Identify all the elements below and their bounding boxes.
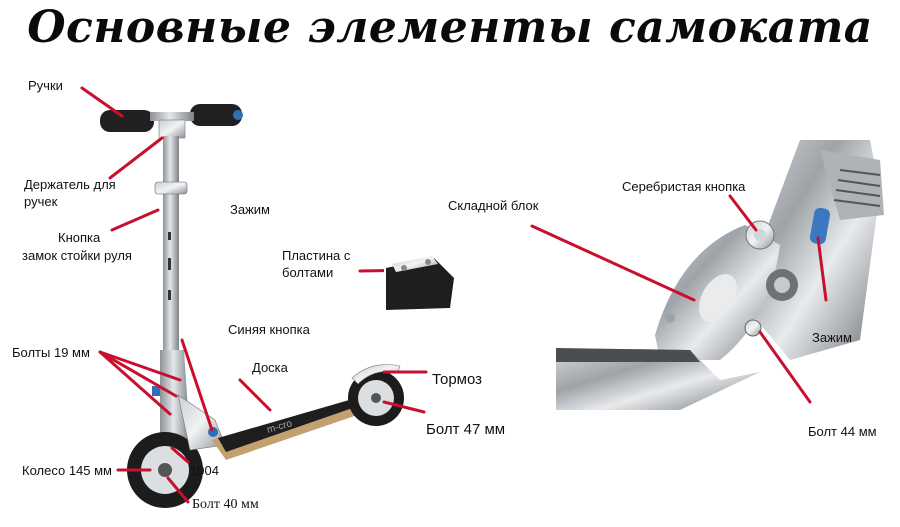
label-handles: Ручки [28, 78, 63, 93]
page-title: Основные элементы самоката [27, 2, 873, 53]
pointer-closeup-clamp [816, 236, 828, 302]
label-handle-holder-line1: Держатель для [24, 177, 116, 192]
pointer-deck [238, 378, 272, 412]
label-button-line2: замок стойки руля [22, 248, 132, 263]
plate-photo [384, 238, 456, 314]
label-brake: Тормоз [432, 371, 483, 388]
label-silver-button: Серебристая кнопка [622, 179, 746, 194]
label-plate-line2: болтами [282, 265, 334, 280]
pointer-button [110, 208, 160, 232]
scooter-drawing: m-cro [100, 104, 404, 508]
pointer-handle-holder [108, 136, 164, 180]
pointer-bolt47 [382, 400, 426, 414]
label-bolt-44: Болт 44 мм [808, 424, 877, 439]
pointer-bolts-1 [98, 350, 182, 382]
left-grip [100, 110, 154, 132]
pointer-blue-button [180, 338, 214, 432]
label-deck: Доска [252, 360, 288, 375]
closeup-clamp [809, 207, 831, 245]
pointer-bolts-2 [98, 350, 178, 398]
label-wheel: Колесо 145 мм [22, 463, 112, 478]
steering-stem [163, 136, 179, 354]
label-blue-button: Синяя кнопка [228, 322, 310, 337]
stem-clamp [154, 181, 188, 195]
label-bolts-19: Болты 19 мм [12, 345, 90, 360]
pointer-bolts-3 [98, 350, 172, 416]
label-bolt-47: Болт 47 мм [426, 421, 506, 438]
bolt-44 [744, 319, 762, 337]
label-handle-holder-line2: ручек [24, 194, 58, 209]
pointer-bolt40 [166, 476, 190, 504]
pointer-code [170, 446, 190, 464]
handlebar-bar [150, 112, 194, 121]
label-clamp-right: Зажим [812, 330, 852, 345]
folding-block-closeup [556, 140, 884, 410]
right-grip [190, 104, 242, 126]
label-folding-block: Складной блок [448, 198, 539, 213]
label-button-line1: Кнопка [58, 230, 101, 245]
label-bolt-40: Болт 40 мм [192, 497, 259, 512]
pointer-lines [80, 86, 828, 504]
handle-holder [158, 119, 186, 139]
label-plate-line1: Пластина с [282, 248, 351, 263]
label-clamp-left: Зажим [230, 202, 270, 217]
bolt-plate-image [384, 238, 456, 314]
pointer-folding-block [530, 224, 696, 302]
pointer-handles [80, 86, 124, 118]
label-code: 1004 [190, 463, 219, 478]
pointer-bolt44 [758, 330, 812, 404]
pointer-silver-button [728, 194, 758, 232]
